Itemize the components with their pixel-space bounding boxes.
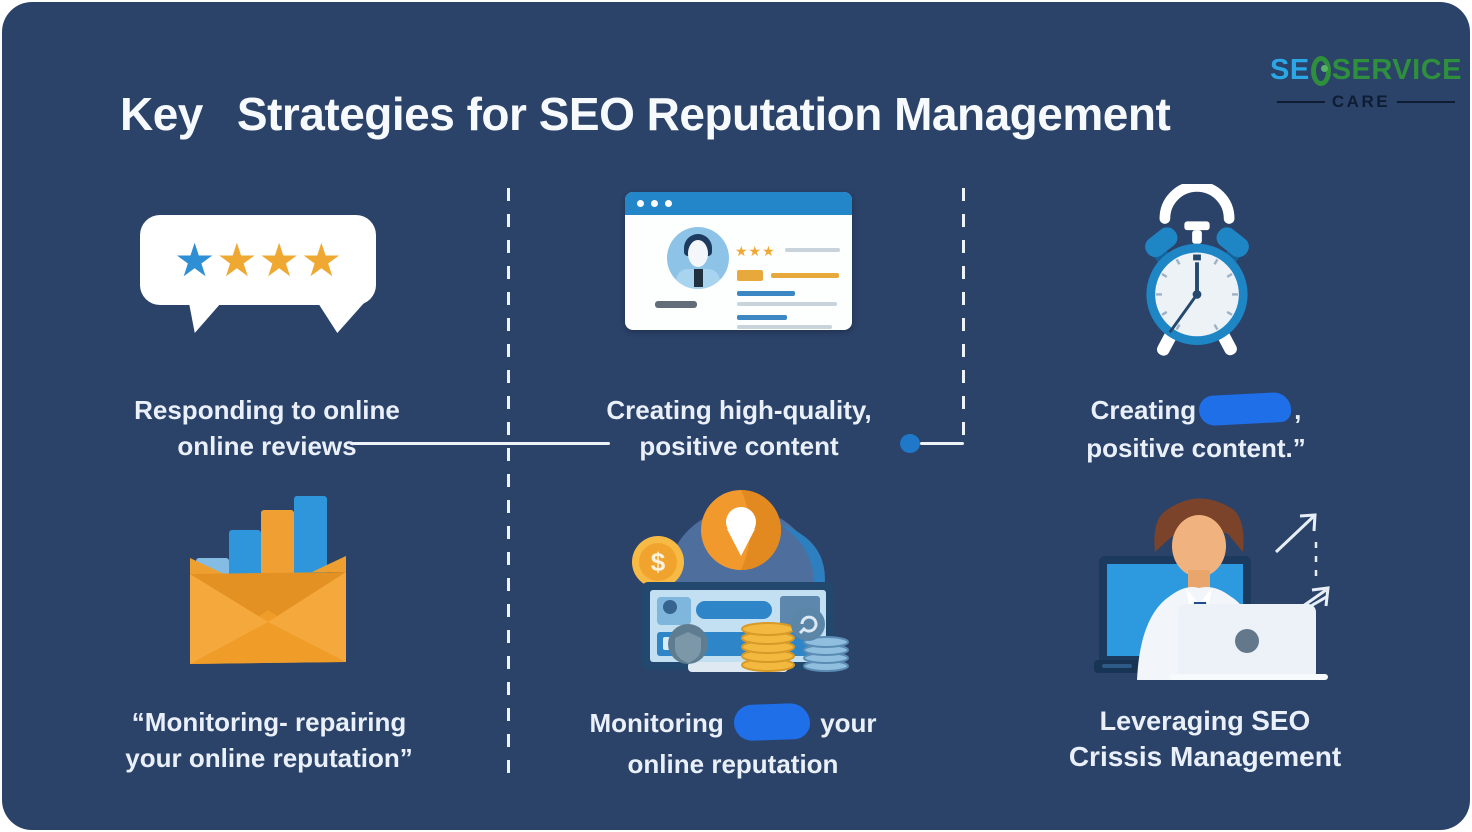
caption-line: “Monitoring- repairing xyxy=(131,707,407,737)
caption-line: Monitoring xyxy=(589,707,724,738)
title-rest: Strategies for SEO Reputation Management xyxy=(236,87,1171,140)
caption-line: online reviews xyxy=(177,431,357,461)
browser-body: ★★★ xyxy=(625,215,852,330)
caption-line: Responding to online xyxy=(134,395,400,425)
name-placeholder-bar xyxy=(655,301,697,308)
caption-line: , xyxy=(1294,395,1302,425)
bubble-tail xyxy=(318,303,364,333)
alarm-clock-icon xyxy=(1145,184,1249,356)
caption-responding-reviews: Responding to online online reviews xyxy=(97,392,437,464)
profile-avatar xyxy=(667,227,729,289)
brand-wordmark: SE SERVICE xyxy=(1270,54,1462,87)
svg-text:$: $ xyxy=(651,547,666,577)
page-title: Key Strategies for SEO Reputation Manage… xyxy=(120,87,1171,141)
caption-creating-content-quote: Creating, positive content.” xyxy=(1016,391,1376,466)
text-line xyxy=(737,291,795,296)
caption-line: Leveraging xyxy=(1099,706,1244,736)
envelope-bar-chart-icon xyxy=(190,496,346,664)
connector-line-right xyxy=(920,442,964,445)
text-line xyxy=(785,248,840,252)
brand-logo: SE SERVICE CARE xyxy=(1270,54,1462,112)
caption-line: Creating high-quality, xyxy=(606,395,872,425)
caption-leveraging-seo: Leveraging SEO Crissis Management xyxy=(1025,703,1385,775)
caption-monitoring-reputation: Monitoring your online reputation xyxy=(563,702,903,782)
star-icon: ★ xyxy=(174,234,216,286)
caption-creating-content: Creating high-quality, positive content xyxy=(569,392,909,464)
window-dot-icon xyxy=(665,200,672,207)
magnifier-o-icon xyxy=(1310,55,1331,86)
star-icon: ★ xyxy=(258,234,300,286)
text-line xyxy=(737,325,832,329)
window-dot-icon xyxy=(651,200,658,207)
caption-line: positive content.” xyxy=(1086,433,1306,464)
caption-monitoring-repairing: “Monitoring- repairing your online reput… xyxy=(99,704,439,776)
avatar-face xyxy=(688,240,708,267)
caption-line: Crissis Management xyxy=(1068,741,1342,772)
monitor-coins-pin-icon: $ xyxy=(632,490,849,672)
avatar-tie xyxy=(694,269,703,287)
gold-badge-icon xyxy=(737,270,763,281)
text-line xyxy=(771,273,839,278)
logo-se-text: SE xyxy=(1270,54,1310,86)
redaction-scribble xyxy=(1198,391,1292,427)
mini-stars-icon: ★★★ xyxy=(735,243,776,259)
connector-dot xyxy=(900,434,920,453)
title-word-key: Key xyxy=(120,87,203,140)
analyst-laptop-icon xyxy=(1094,498,1330,680)
tagline-rule-right xyxy=(1397,100,1456,104)
caption-line: positive content xyxy=(639,431,839,461)
star-icon: ★ xyxy=(216,234,258,286)
browser-review-profile-icon: ★★★ xyxy=(625,192,852,330)
caption-line-strong: SEO xyxy=(1251,705,1311,736)
caption-line: online reputation xyxy=(627,749,839,779)
browser-titlebar xyxy=(625,192,852,215)
logo-service-text: SERVICE xyxy=(1331,54,1462,86)
caption-line: Creating xyxy=(1090,395,1197,425)
text-line xyxy=(737,315,787,320)
caption-line: your xyxy=(820,707,877,738)
redaction-scribble xyxy=(733,702,811,742)
caption-line: your online reputation” xyxy=(125,743,413,773)
bubble-tail xyxy=(189,303,221,333)
connector-line-left xyxy=(350,442,610,445)
brand-tagline: CARE xyxy=(1270,92,1462,112)
tagline-rule-left xyxy=(1276,100,1325,104)
tagline-text: CARE xyxy=(1331,92,1391,111)
dashed-divider-right xyxy=(962,188,965,444)
dashed-divider-left xyxy=(507,188,510,778)
window-dot-icon xyxy=(637,200,644,207)
review-speech-bubble-icon: ★ ★ ★ ★ xyxy=(140,215,376,333)
star-icon: ★ xyxy=(300,234,342,286)
text-line xyxy=(737,302,837,306)
